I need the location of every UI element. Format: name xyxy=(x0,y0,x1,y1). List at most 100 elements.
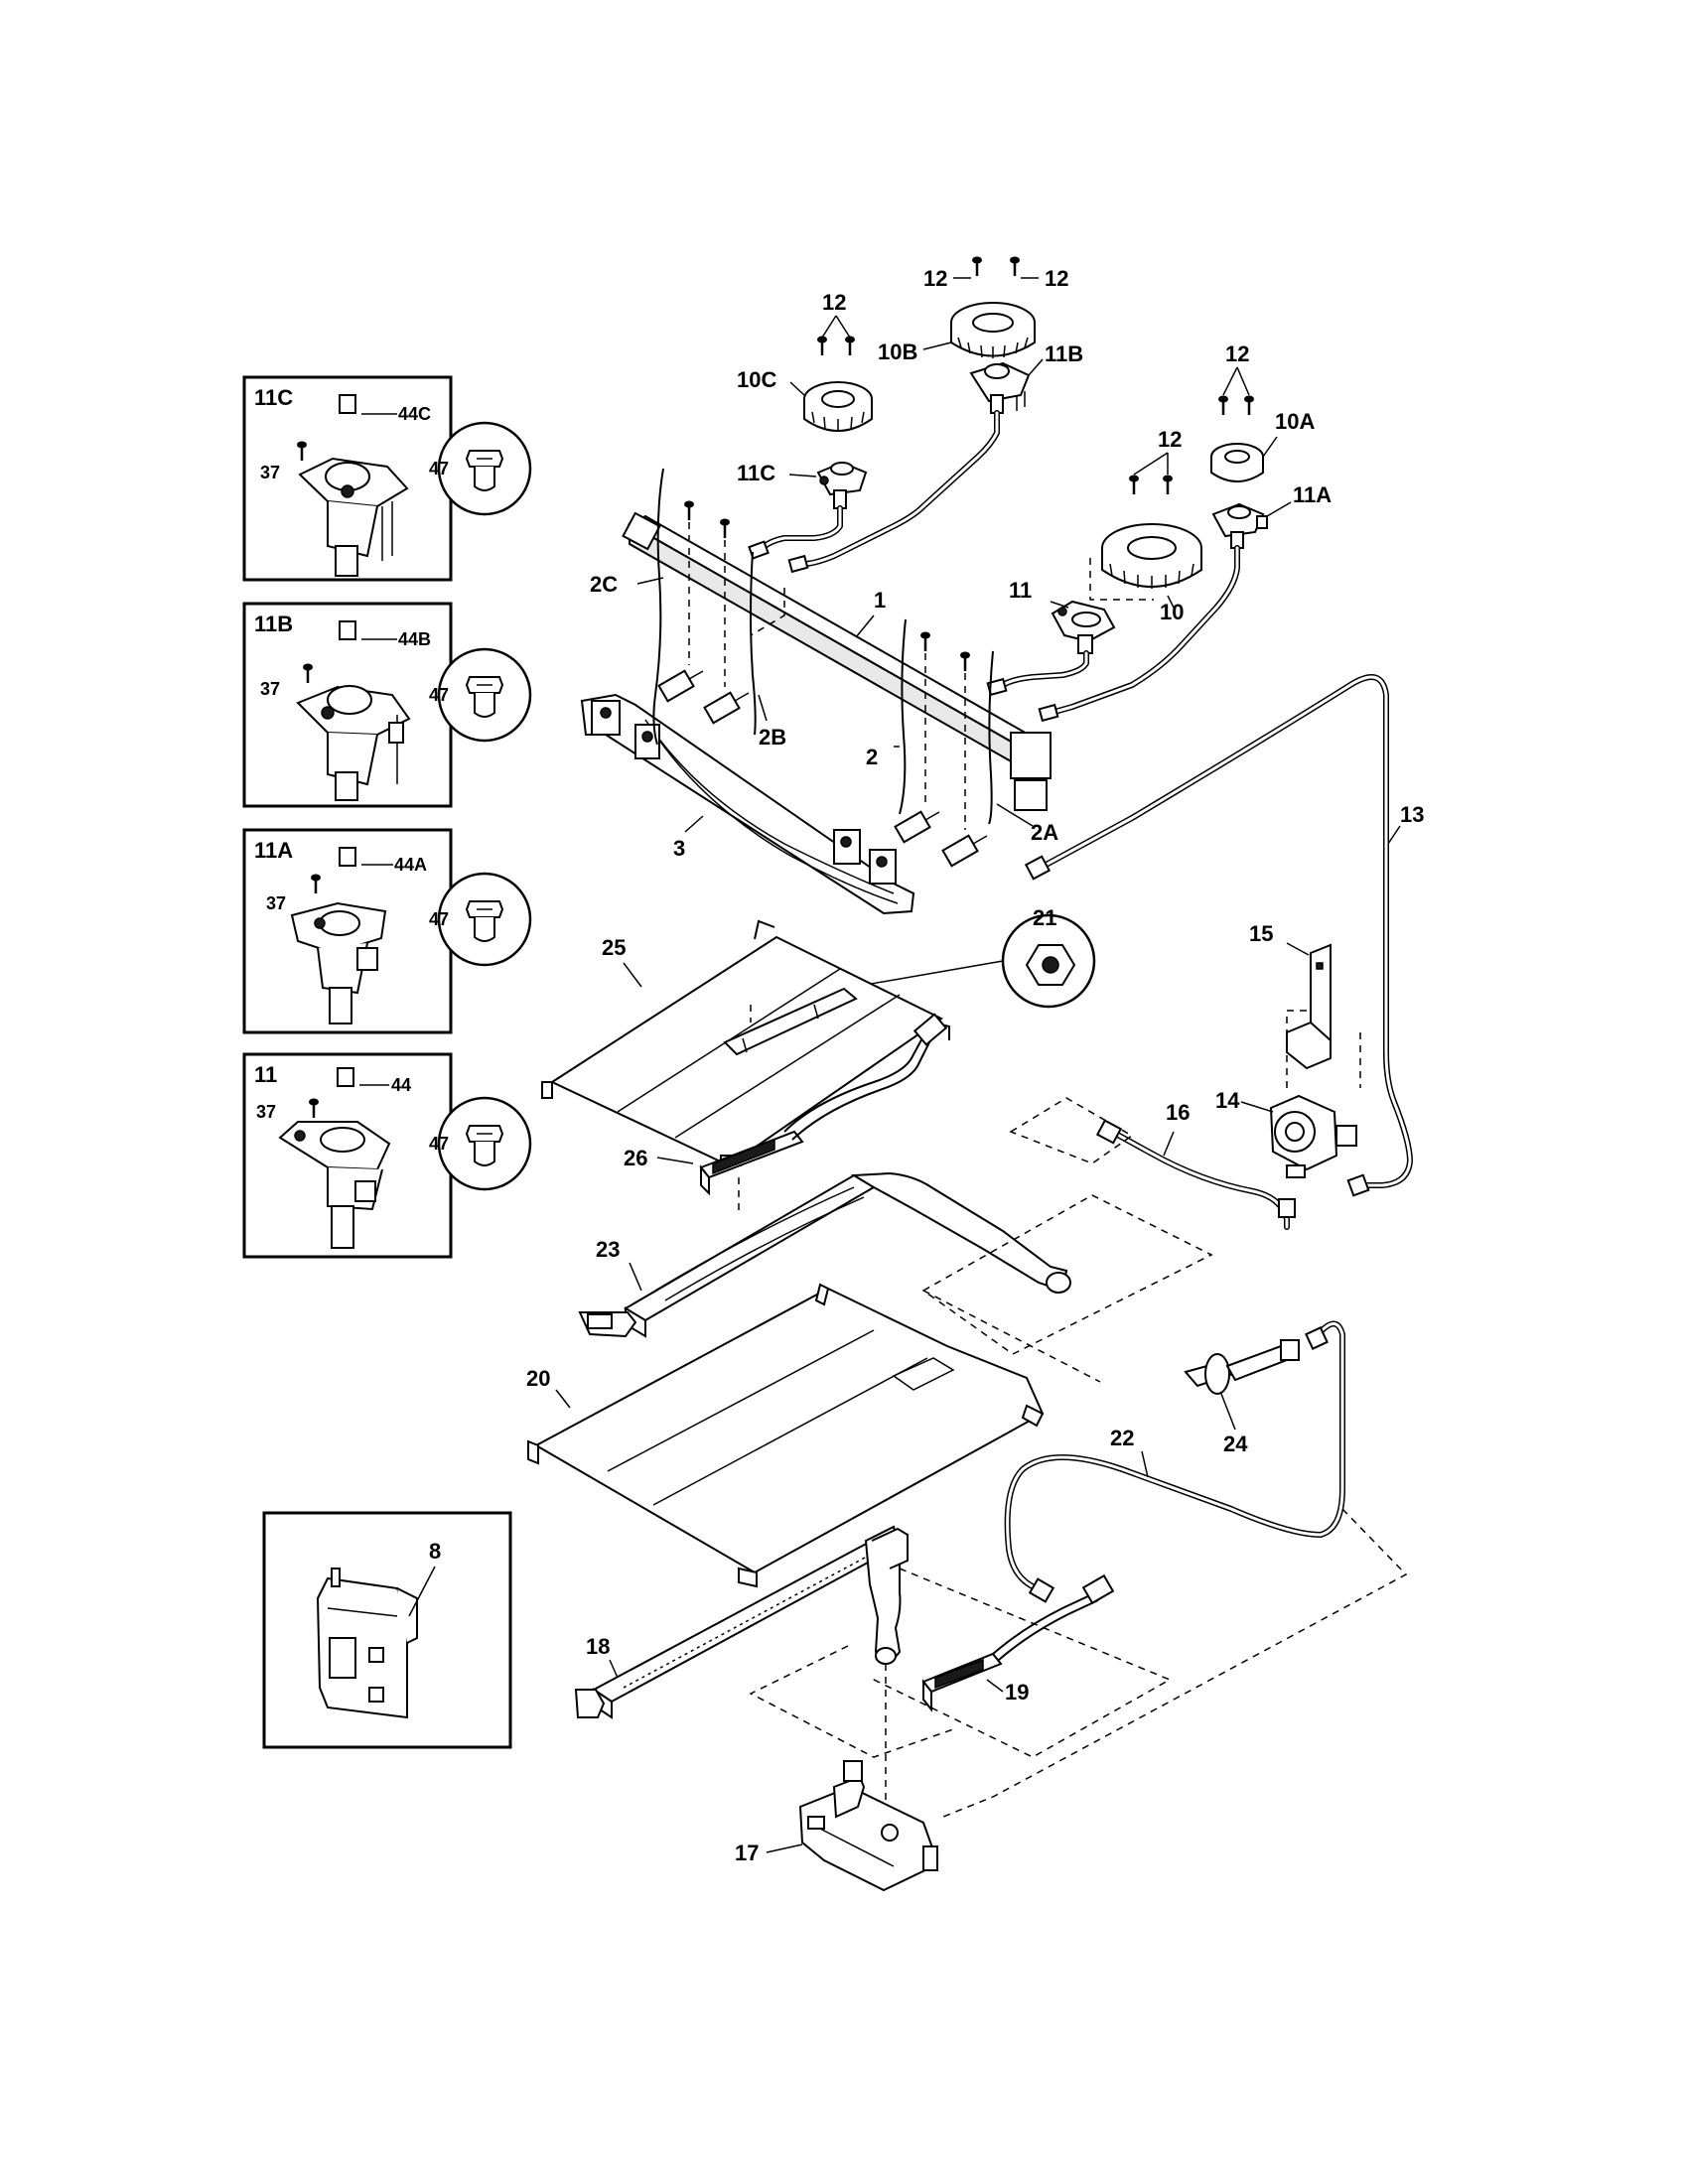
screw-12-10-right xyxy=(1161,474,1175,496)
inset-11a-screw: 37 xyxy=(266,893,286,913)
label-15: 15 xyxy=(1249,921,1273,946)
inset-11b-title: 11B xyxy=(254,612,293,636)
label-11b: 11B xyxy=(1045,341,1083,366)
part-11c-burner-head xyxy=(816,461,868,509)
inset-11c-title: 11C xyxy=(254,385,293,410)
part-11b-burner-head xyxy=(969,361,1031,414)
label-12-top-left: 12 xyxy=(923,266,947,291)
label-2: 2 xyxy=(866,745,878,769)
inset-11a-burner-head-icon xyxy=(290,901,387,1024)
label-12-10: 12 xyxy=(1158,427,1182,452)
label-12-top-right: 12 xyxy=(1045,266,1068,291)
part-13-gas-line xyxy=(1024,674,1413,1197)
label-25: 25 xyxy=(602,935,626,960)
label-17: 17 xyxy=(735,1841,759,1865)
part-18-bake-burner xyxy=(574,1525,909,1719)
part-15-bracket xyxy=(1286,943,1332,1070)
screw-12-10-left xyxy=(1127,474,1141,496)
part-8-igniter-module xyxy=(316,1568,418,1719)
screw-12-top-right xyxy=(1008,255,1022,278)
part-20-oven-bottom xyxy=(527,1283,1045,1588)
label-12-10a: 12 xyxy=(1225,341,1249,366)
part-1-manifold xyxy=(622,511,1052,811)
inset-11c-screw: 37 xyxy=(260,463,280,482)
label-14: 14 xyxy=(1215,1088,1240,1113)
part-21-nut-icon xyxy=(1025,944,1076,986)
inset-11c-cap: 44C xyxy=(398,404,431,424)
inset-11c: 11C 44C 37 47 xyxy=(242,375,532,582)
part-14-regulator xyxy=(1269,1094,1357,1178)
part-10c-burner xyxy=(803,381,873,432)
inset-11b-part: 47 xyxy=(429,685,449,705)
inset-11c-burner-head-icon xyxy=(298,457,409,577)
inset-11c-cap-icon xyxy=(339,394,397,415)
label-10b: 10B xyxy=(878,340,917,364)
inset-11b-cap: 44B xyxy=(398,629,431,649)
part-10b-burner xyxy=(950,302,1036,358)
inset-11-screw: 37 xyxy=(256,1102,276,1122)
label-12-10c: 12 xyxy=(822,290,846,315)
inset-11-cap-icon xyxy=(337,1067,389,1087)
inset-11-burner-head-icon xyxy=(278,1121,391,1249)
label-8: 8 xyxy=(429,1539,441,1564)
label-26: 26 xyxy=(624,1146,647,1170)
part-2c-2b-valves xyxy=(652,468,785,746)
inset-11-part: 47 xyxy=(429,1134,449,1154)
part-17-oven-valve xyxy=(798,1760,938,1892)
inset-11a-part: 47 xyxy=(429,909,449,929)
screw-12-10a-left xyxy=(1216,394,1230,417)
inset-11: 11 44 37 47 xyxy=(242,1052,532,1259)
part-2-2a-valves xyxy=(894,618,994,868)
inset-11b-screw: 37 xyxy=(260,679,280,699)
label-21: 21 xyxy=(1033,905,1056,930)
label-2b: 2B xyxy=(759,725,786,750)
label-10a: 10A xyxy=(1275,409,1315,434)
inset-11b-cap-icon xyxy=(339,620,397,640)
inset-8: 8 xyxy=(262,1511,512,1749)
label-2c: 2C xyxy=(590,572,618,597)
label-20: 20 xyxy=(526,1366,550,1391)
inset-11b-burner-head-icon xyxy=(296,685,411,801)
label-3: 3 xyxy=(673,836,685,861)
inset-11-title: 11 xyxy=(254,1062,277,1087)
label-10c: 10C xyxy=(737,367,776,392)
part-11-burner-head xyxy=(1051,600,1116,654)
part-3-front-manifold xyxy=(580,693,915,915)
part-10a-burner xyxy=(1210,443,1264,482)
label-22: 22 xyxy=(1110,1426,1134,1450)
label-1: 1 xyxy=(874,588,886,613)
label-13: 13 xyxy=(1400,802,1424,827)
label-23: 23 xyxy=(596,1237,620,1262)
inset-11a-cap-icon xyxy=(339,847,393,867)
part-19-bake-igniter xyxy=(921,1573,1115,1712)
inset-11c-part: 47 xyxy=(429,459,449,478)
label-24: 24 xyxy=(1223,1432,1248,1456)
part-25-baffle xyxy=(541,919,950,1167)
front-burner-tubes xyxy=(986,545,1240,723)
inset-11a-title: 11A xyxy=(254,838,293,863)
part-11a-burner-head xyxy=(1211,502,1268,549)
label-18: 18 xyxy=(586,1634,610,1659)
burner-feed-tubes xyxy=(748,410,1000,574)
part-24-orifice-fitting xyxy=(1184,1339,1300,1395)
label-2a: 2A xyxy=(1031,820,1058,845)
label-11c: 11C xyxy=(737,461,775,485)
part-16-tube xyxy=(1095,1119,1296,1230)
inset-11-cap: 44 xyxy=(391,1075,411,1095)
inset-11a-cap: 44A xyxy=(394,855,427,875)
screw-12-10a-right xyxy=(1242,394,1256,417)
inset-11b: 11B 44B 37 47 xyxy=(242,602,532,808)
part-26-igniter xyxy=(699,1013,948,1211)
label-16: 16 xyxy=(1166,1100,1190,1125)
screw-12-10c-left xyxy=(815,335,829,357)
part-22-oven-gas-line xyxy=(1004,1320,1345,1603)
label-11: 11 xyxy=(1009,578,1032,603)
screw-12-10c-right xyxy=(843,335,857,357)
inset-11a: 11A 44A 37 47 xyxy=(242,828,532,1034)
label-10: 10 xyxy=(1160,600,1184,624)
label-11a: 11A xyxy=(1293,482,1332,507)
label-19: 19 xyxy=(1005,1680,1029,1705)
part-23-broil-burner xyxy=(578,1171,1071,1338)
screw-12-top-left xyxy=(970,255,984,278)
